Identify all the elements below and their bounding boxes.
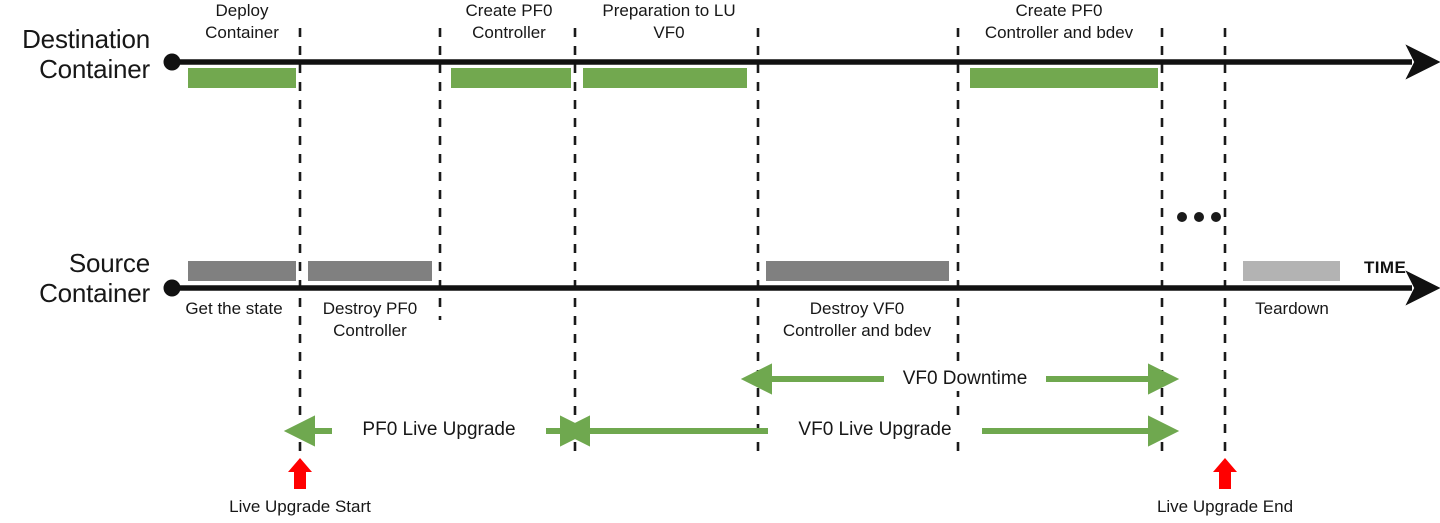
activity-label-get-the-state-line1: Get the state <box>185 299 283 318</box>
destination-axis-origin-dot <box>163 53 181 71</box>
lane-label-destination-line1: Destination <box>22 24 150 54</box>
activity-label-create-pf0-controller-and-bdev: Create PF0 Controller and bdev <box>946 0 1172 45</box>
activity-label-deploy-container-line1: Deploy <box>215 1 269 20</box>
activity-label-preparation-to-lu-vf0-line2: VF0 <box>653 23 685 43</box>
activity-label-destroy-pf0-controller-line1: Destroy PF0 <box>322 299 418 318</box>
lane-label-destination-line2: Container <box>39 54 150 85</box>
activity-label-destroy-vf0-controller-and-bdev: Destroy VF0 Controller and bdev <box>744 298 970 343</box>
source-bars <box>188 261 1340 281</box>
activity-label-create-pf0-controller-and-bdev-line1: Create PF0 <box>1015 1 1103 20</box>
continuation-ellipsis-icon <box>1177 212 1221 222</box>
lane-label-source-line1: Source <box>68 248 150 278</box>
activity-label-deploy-container: Deploy Container <box>170 0 314 45</box>
lane-label-source-line2: Container <box>39 278 150 309</box>
source-axis-origin-dot <box>163 279 181 297</box>
activity-label-destroy-vf0-controller-and-bdev-line1: Destroy VF0 <box>809 299 905 318</box>
bar-create-pf0-controller-and-bdev <box>970 68 1158 88</box>
time-axis-label: TIME <box>1364 258 1407 277</box>
source-axis <box>163 270 1440 306</box>
bar-destroy-vf0-controller-and-bdev <box>766 261 949 281</box>
activity-label-destroy-vf0-controller-and-bdev-line2: Controller and bdev <box>782 321 932 341</box>
bar-create-pf0-controller <box>451 68 571 88</box>
marker-live-upgrade-start-arrow <box>288 458 312 489</box>
marker-live-upgrade-end-arrow <box>1213 458 1237 489</box>
bar-destroy-pf0-controller <box>308 261 432 281</box>
destination-axis <box>163 44 1440 80</box>
bar-deploy-container <box>188 68 296 88</box>
marker-label-live-upgrade-start: Live Upgrade Start <box>229 497 371 516</box>
activity-label-teardown-line1: Teardown <box>1255 299 1329 318</box>
marker-label-live-upgrade-end: Live Upgrade End <box>1156 497 1294 516</box>
lane-label-destination: Destination Container <box>0 24 150 85</box>
activity-label-create-pf0-controller-and-bdev-line2: Controller and bdev <box>984 23 1134 43</box>
measure-label-pf0-live-upgrade: PF0 Live Upgrade <box>332 419 546 442</box>
activity-label-destroy-pf0-controller-line2: Controller <box>333 321 407 341</box>
activity-label-preparation-to-lu-vf0-line1: Preparation to LU <box>602 1 736 20</box>
activity-label-create-pf0-controller-line1: Create PF0 <box>465 1 553 20</box>
activity-label-deploy-container-line2: Container <box>205 23 279 43</box>
measure-label-vf0-live-upgrade: VF0 Live Upgrade <box>768 419 982 442</box>
divider-lines <box>298 28 1227 460</box>
activity-label-get-the-state: Get the state <box>168 298 300 320</box>
activity-label-create-pf0-controller: Create PF0 Controller <box>434 0 584 45</box>
bar-preparation-to-lu-vf0 <box>583 68 747 88</box>
measure-label-vf0-downtime: VF0 Downtime <box>884 368 1046 391</box>
activity-label-preparation-to-lu-vf0: Preparation to LU VF0 <box>574 0 764 45</box>
activity-label-create-pf0-controller-line2: Controller <box>472 23 546 43</box>
bar-teardown <box>1243 261 1340 281</box>
activity-label-teardown: Teardown <box>1230 298 1354 320</box>
destination-bars <box>188 68 1158 88</box>
bar-get-the-state <box>188 261 296 281</box>
lane-label-source: Source Container <box>0 248 150 309</box>
activity-label-destroy-pf0-controller: Destroy PF0 Controller <box>300 298 440 343</box>
